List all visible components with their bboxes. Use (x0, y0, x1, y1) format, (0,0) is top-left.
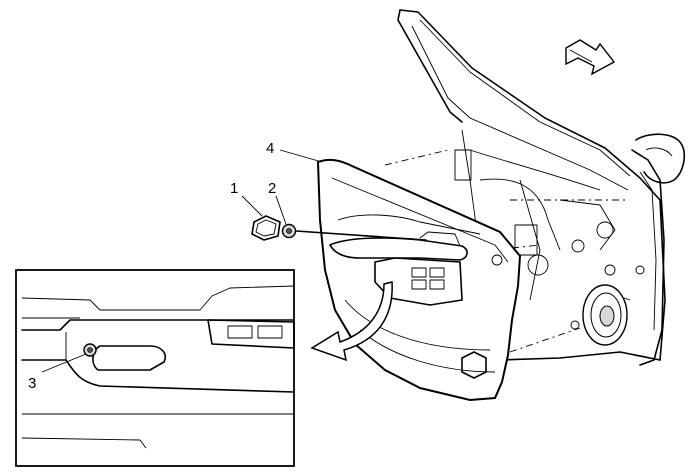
inner-door-module (384, 129, 645, 353)
fastener-cover (251, 215, 281, 241)
callout-1: 1 (230, 180, 263, 217)
callout-3: 3 (28, 353, 87, 392)
callout-number-2: 2 (268, 180, 276, 197)
detail-inset (15, 269, 295, 467)
front-direction-arrow-icon (565, 39, 616, 76)
callout-4: 4 (266, 140, 323, 163)
door-trim-panel (316, 158, 522, 402)
callout-number-4: 4 (266, 140, 274, 157)
door-frame (397, 9, 686, 366)
callout-2: 2 (268, 180, 287, 225)
callout-number-3: 3 (28, 375, 36, 392)
trim-panel-screw (281, 223, 427, 241)
callout-number-1: 1 (230, 180, 238, 197)
curved-removal-arrow-icon (310, 281, 393, 362)
